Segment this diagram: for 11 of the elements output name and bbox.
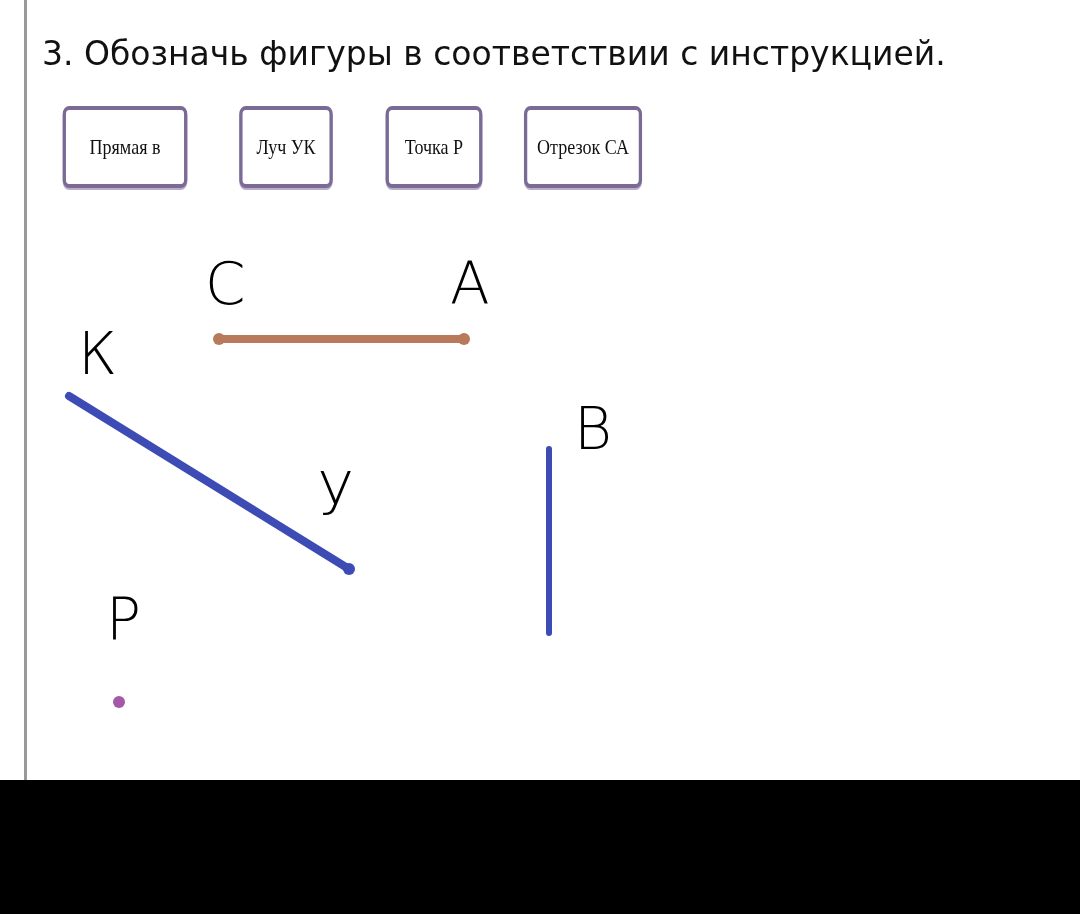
answer-card: Точка Р (385, 106, 483, 188)
point-letter: С (205, 255, 246, 313)
point-letter: А (450, 255, 490, 313)
task-heading: 3. Обозначь фигуры в соответствии с инструкцией. (42, 34, 946, 73)
point-letter: К (78, 325, 118, 383)
point-letter: Р (106, 590, 141, 648)
answer-card: Прямая в (62, 106, 188, 188)
point-letter: У (318, 465, 354, 523)
point-letter: В (574, 400, 612, 458)
answer-card: Отрезок СА (523, 106, 643, 188)
answer-card: Луч УК (239, 106, 333, 188)
